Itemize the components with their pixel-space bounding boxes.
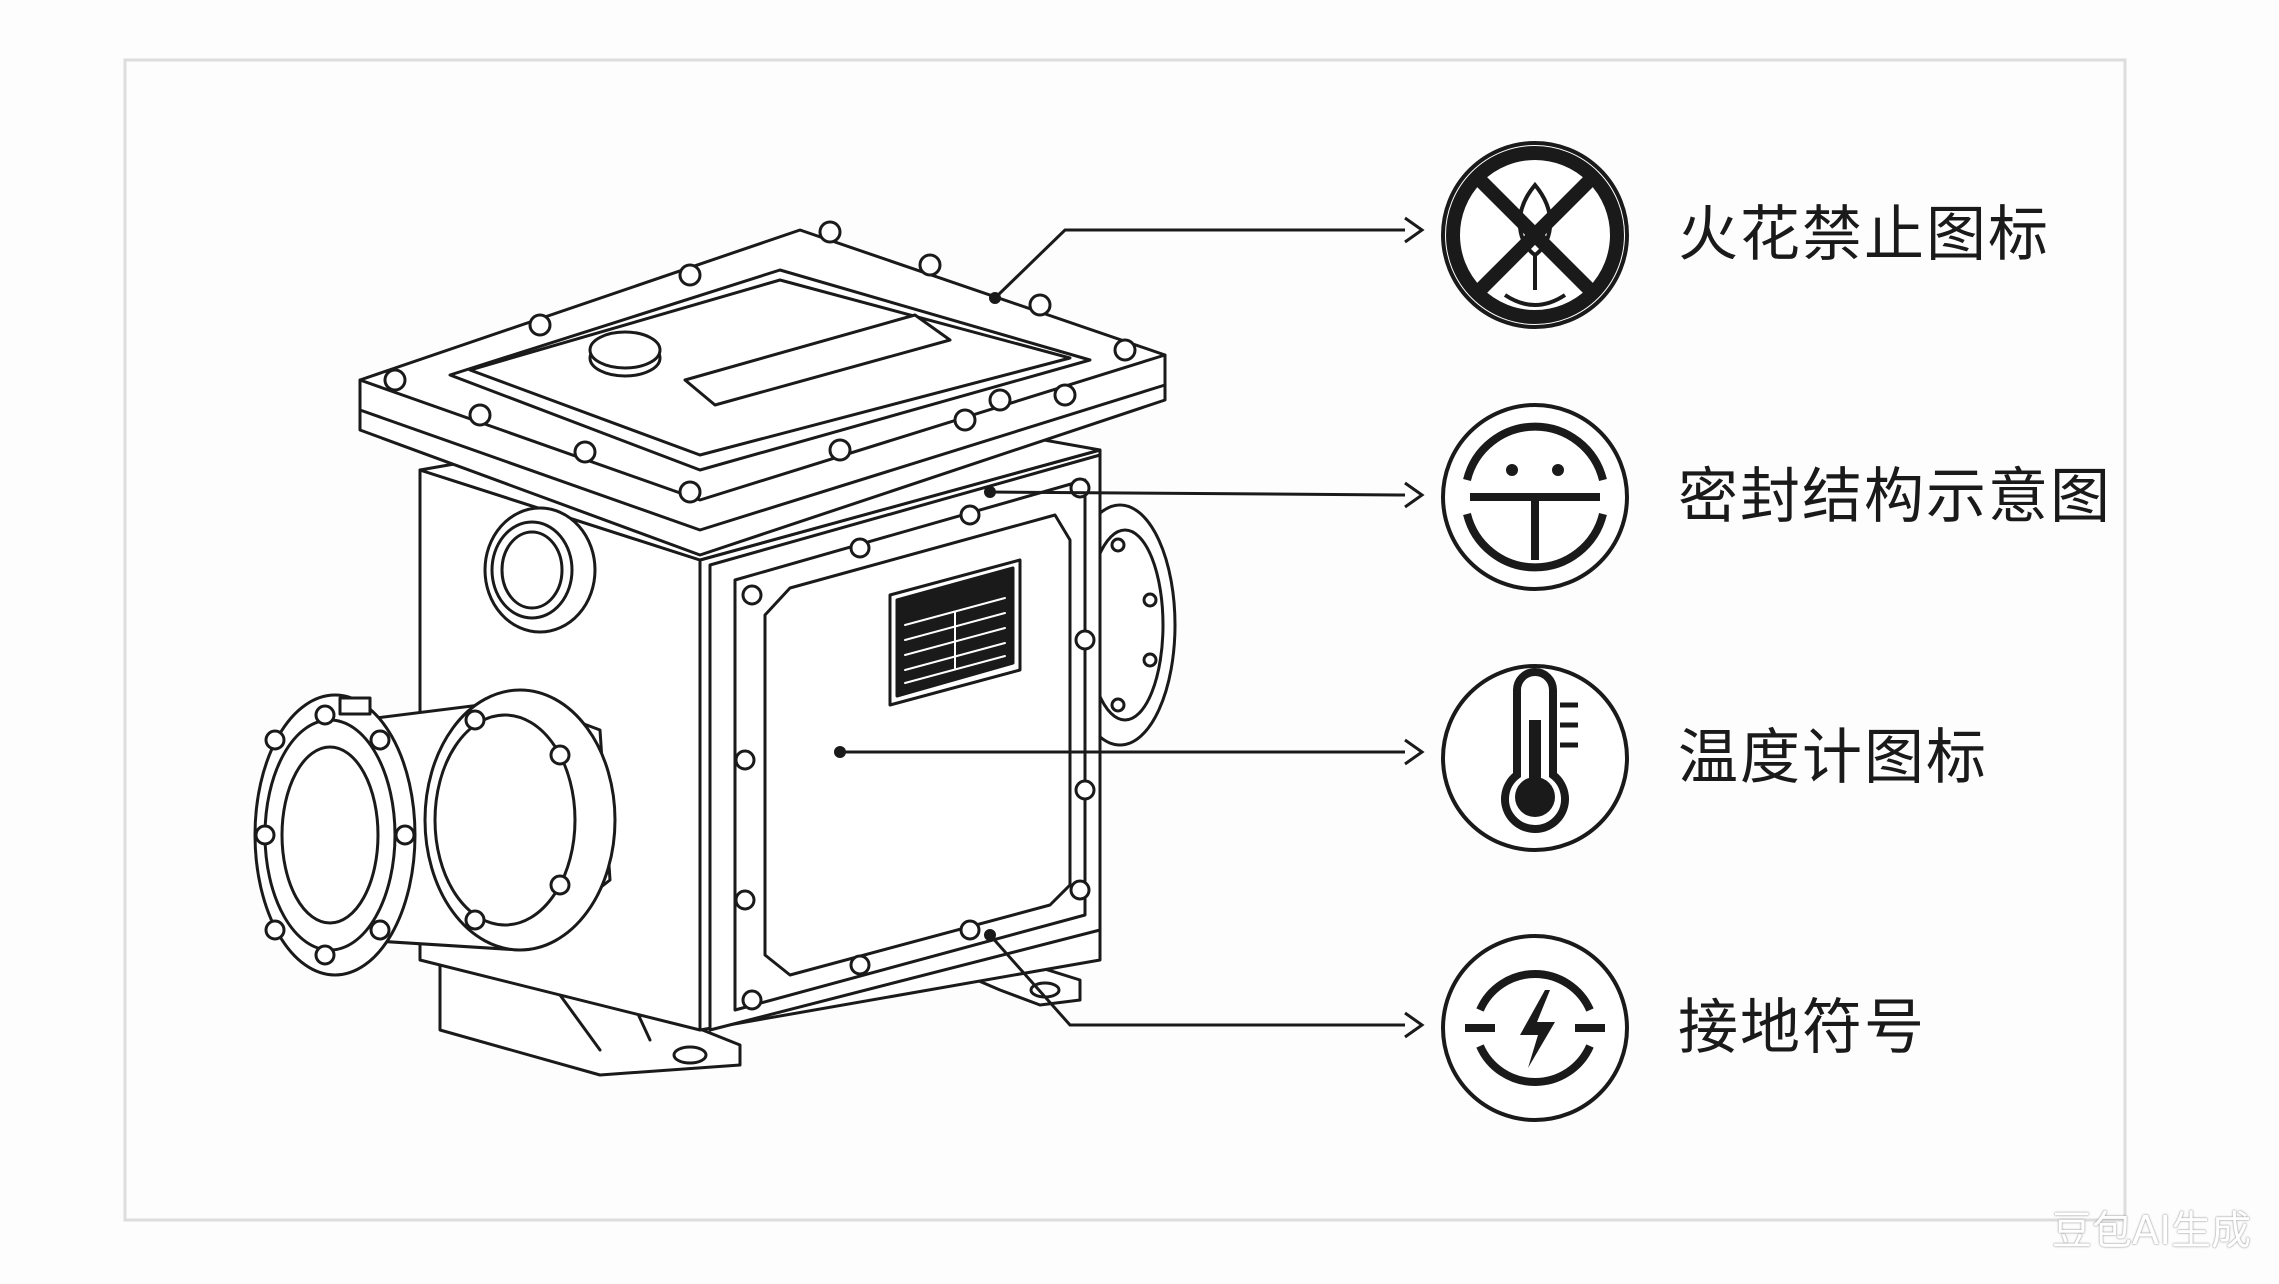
no-spark-icon: [1441, 141, 1629, 329]
label-thermometer: 温度计图标: [1678, 723, 1988, 793]
explosion-proof-box-drawing: [253, 220, 1177, 1077]
side-port: [483, 506, 597, 634]
ground-symbol-icon: [1441, 934, 1629, 1122]
seal-structure-icon: [1441, 403, 1629, 591]
leader-seal: [984, 481, 1425, 509]
label-no-spark: 火花禁止图标: [1678, 200, 2050, 270]
leader-thermometer: [834, 738, 1425, 766]
thermometer-icon: [1441, 664, 1629, 852]
left-flange: [253, 688, 617, 977]
leader-lines: [834, 216, 1425, 1039]
label-ground-symbol: 接地符号: [1678, 993, 1926, 1063]
top-lid: [358, 220, 1167, 557]
leader-no-spark: [989, 216, 1425, 304]
nameplate: [888, 558, 1022, 707]
label-seal-structure: 密封结构示意图: [1678, 462, 2112, 532]
leader-ground: [984, 929, 1425, 1039]
frame-border: [123, 58, 2127, 1222]
watermark: 豆包AI生成: [2051, 1208, 2251, 1254]
lid-bolts: [383, 220, 1137, 504]
